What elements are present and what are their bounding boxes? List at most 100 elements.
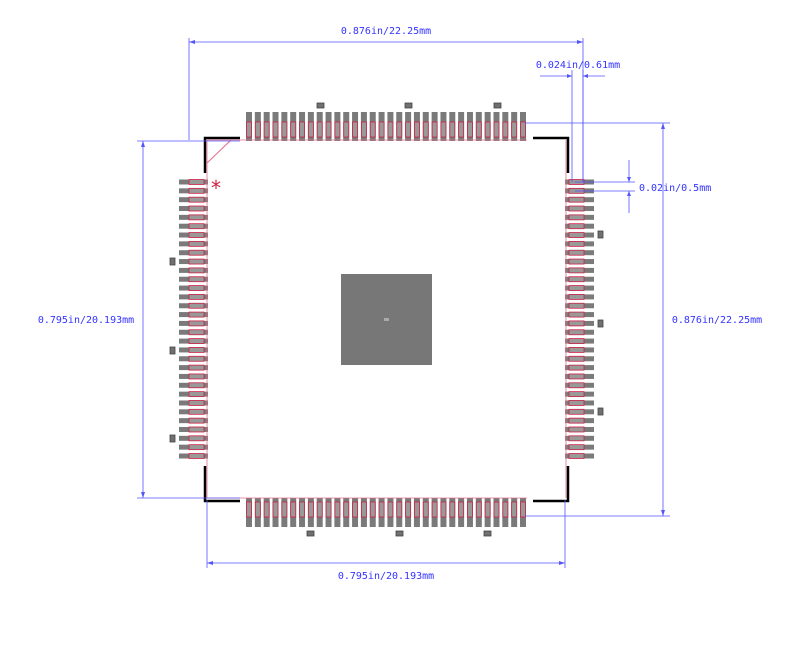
pad-top-outline [431, 121, 438, 138]
pad-left-outline [188, 302, 205, 309]
pad-bottom-outline [325, 501, 332, 518]
dimension-lines [137, 38, 670, 568]
pads [169, 102, 604, 537]
pad-bottom-outline [387, 501, 394, 518]
pad-top-outline [281, 121, 288, 138]
pad-left-outline [188, 426, 205, 433]
pad-bottom-outline [272, 501, 279, 518]
pad-left-outline [188, 329, 205, 336]
fiducial-mark [597, 319, 604, 328]
pad-bottom-outline [431, 501, 438, 518]
pad-left-outline [188, 391, 205, 398]
pad-bottom-outline [316, 501, 323, 518]
pin1-marker: * [211, 176, 221, 200]
pad-left-outline [188, 205, 205, 212]
pad-bottom-outline [414, 501, 420, 518]
pad-right-outline [568, 240, 585, 247]
dim-top-width: 0.876in/22.25mm [341, 26, 431, 37]
pad-left-outline [188, 232, 205, 238]
pin1-chamfer [206, 139, 232, 164]
dimension-arrows [141, 40, 665, 565]
pad-bottom-outline [334, 501, 341, 518]
pad-top-outline [440, 121, 447, 138]
pad-left-outline [188, 453, 205, 459]
pad-left-outline [188, 285, 205, 291]
pad-bottom-outline [422, 501, 429, 518]
pad-left-outline [188, 347, 205, 353]
pad-top-outline [387, 121, 394, 138]
pad-left-outline [188, 338, 205, 344]
pad-bottom-outline [290, 501, 297, 518]
fiducial-mark [169, 434, 176, 443]
pad-right-outline [568, 391, 585, 398]
pad-right-outline [568, 302, 585, 309]
pad-right-outline [568, 311, 585, 318]
fiducial-mark [395, 530, 404, 537]
pad-top-outline [290, 121, 297, 138]
pad-bottom-outline [369, 501, 376, 518]
pad-left-outline [188, 311, 205, 318]
pad-bottom-outline [396, 501, 403, 518]
pad-left-outline [188, 364, 205, 371]
fiducial-mark [169, 346, 176, 355]
pad-right-outline [568, 435, 585, 442]
pad-top-outline [343, 121, 350, 138]
pad-left-outline [188, 444, 205, 451]
thermal-pad-label [384, 318, 389, 321]
pad-right-outline [568, 294, 585, 300]
pad-left-outline [188, 276, 205, 283]
fiducial-mark [404, 102, 413, 109]
pad-right-outline [568, 223, 585, 230]
pad-right-outline [568, 214, 585, 221]
pad-bottom-outline [440, 501, 447, 518]
pad-top-outline [520, 121, 526, 138]
pad-top-outline [299, 121, 305, 138]
fiducial-mark [493, 102, 502, 109]
pad-right-outline [568, 320, 585, 327]
pad-right-outline [568, 355, 585, 362]
pad-right-outline [568, 267, 585, 274]
pad-left-outline [188, 417, 205, 424]
pad-bottom-outline [343, 501, 350, 518]
pad-bottom-outline [281, 501, 288, 518]
dim-left-height: 0.795in/20.193mm [38, 315, 134, 326]
pad-right-outline [568, 426, 585, 433]
pad-top-outline [254, 121, 261, 138]
pad-right-outline [568, 249, 585, 256]
pad-left-outline [188, 187, 205, 194]
pad-right-outline [568, 408, 585, 415]
pad-bottom-outline [502, 501, 509, 518]
pad-right-outline [568, 276, 585, 283]
pad-left-outline [188, 355, 205, 362]
pad-top-outline [272, 121, 279, 138]
pad-bottom-outline [263, 501, 270, 518]
fiducial-mark [597, 230, 604, 239]
pad-top-outline [502, 121, 509, 138]
pad-bottom-outline [467, 501, 473, 518]
pad-left-outline [188, 249, 205, 256]
pad-left-outline [188, 214, 205, 221]
pad-left-outline [188, 223, 205, 230]
fiducial-mark [306, 530, 315, 537]
pad-left-outline [188, 373, 205, 380]
pad-bottom-outline [299, 501, 305, 518]
pad-bottom-outline [520, 501, 526, 518]
pad-right-outline [568, 453, 585, 459]
fiducial-mark [483, 530, 492, 537]
pad-right-outline [568, 205, 585, 212]
pad-top-outline [475, 121, 482, 138]
pad-right-outline [568, 232, 585, 238]
pad-bottom-outline [307, 501, 314, 518]
pad-left-outline [188, 258, 205, 265]
pad-left-outline [188, 196, 205, 203]
pad-top-outline [378, 121, 385, 138]
pad-bottom-outline [493, 501, 500, 518]
fiducial-mark [169, 257, 176, 266]
pad-top-outline [316, 121, 323, 138]
pad-right-outline [568, 417, 585, 424]
pad-left-outline [188, 435, 205, 442]
pad-top-outline [458, 121, 465, 138]
pad-left-outline [188, 267, 205, 274]
pad-top-outline [405, 121, 411, 138]
